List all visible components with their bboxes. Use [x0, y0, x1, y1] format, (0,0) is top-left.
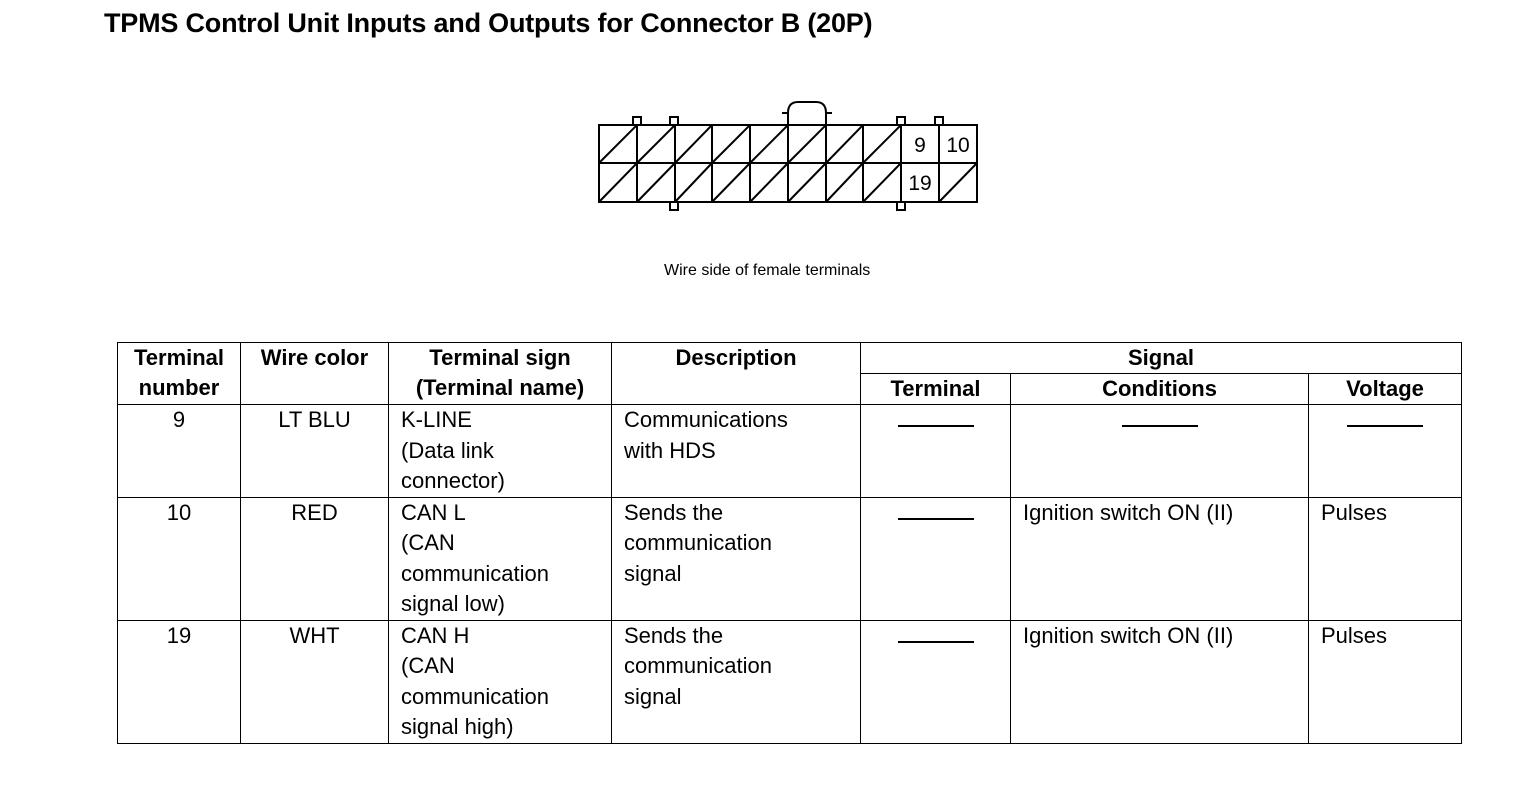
description: Sends the communication signal	[611, 619, 861, 744]
header-description: Description	[611, 342, 861, 405]
table-row: 19 WHT CAN H (CAN communication signal h…	[117, 619, 1463, 744]
terminal-number: 9	[117, 404, 241, 498]
dash-mark	[1347, 425, 1424, 427]
wire-color: RED	[240, 496, 389, 621]
dash-mark	[897, 517, 974, 520]
dash-mark	[897, 425, 974, 427]
page-title: TPMS Control Unit Inputs and Outputs for…	[104, 8, 873, 38]
dash-mark	[897, 640, 974, 643]
header-terminal-sign: Terminal sign (Terminal name)	[388, 342, 612, 405]
signal-terminal	[860, 404, 1011, 498]
header-signal-conditions: Conditions	[1010, 373, 1309, 405]
signal-conditions: Ignition switch ON (II)	[1010, 619, 1309, 744]
header-wire-color: Wire color	[240, 342, 389, 405]
header-signal-voltage: Voltage	[1307, 373, 1463, 405]
signal-terminal	[860, 496, 1011, 621]
signal-conditions: Ignition switch ON (II)	[1010, 496, 1309, 621]
terminal-number: 10	[117, 496, 241, 621]
wire-color: LT BLU	[240, 404, 389, 498]
connector-caption: Wire side of female terminals	[664, 262, 871, 279]
header-signal-terminal: Terminal	[860, 373, 1011, 405]
dash-mark	[1121, 425, 1198, 427]
table-row: 10 RED CAN L (CAN communication signal l…	[117, 496, 1463, 621]
table-row: 9 LT BLU K-LINE (Data link connector) Co…	[117, 404, 1463, 498]
wire-color: WHT	[240, 619, 389, 744]
signal-terminal	[860, 619, 1011, 744]
io-table: Terminal number Wire color Terminal sign…	[117, 342, 1463, 744]
description: Sends the communication signal	[611, 496, 861, 621]
terminal-sign: CAN L (CAN communication signal low)	[388, 496, 612, 621]
signal-voltage: Pulses	[1307, 496, 1463, 621]
terminal-sign: K-LINE (Data link connector)	[388, 404, 612, 498]
header-terminal-number: Terminal number	[117, 342, 241, 405]
signal-voltage	[1307, 404, 1463, 498]
header-signal: Signal	[859, 342, 1463, 374]
connector-diagram: 9 10 19	[598, 101, 978, 211]
signal-voltage: Pulses	[1307, 619, 1463, 744]
signal-conditions	[1010, 404, 1309, 498]
terminal-label-19: 19	[908, 172, 931, 195]
terminal-label-9: 9	[914, 134, 926, 157]
terminal-label-10: 10	[946, 134, 969, 157]
terminal-number: 19	[117, 619, 241, 744]
terminal-sign: CAN H (CAN communication signal high)	[388, 619, 612, 744]
description: Communications with HDS	[611, 404, 861, 498]
